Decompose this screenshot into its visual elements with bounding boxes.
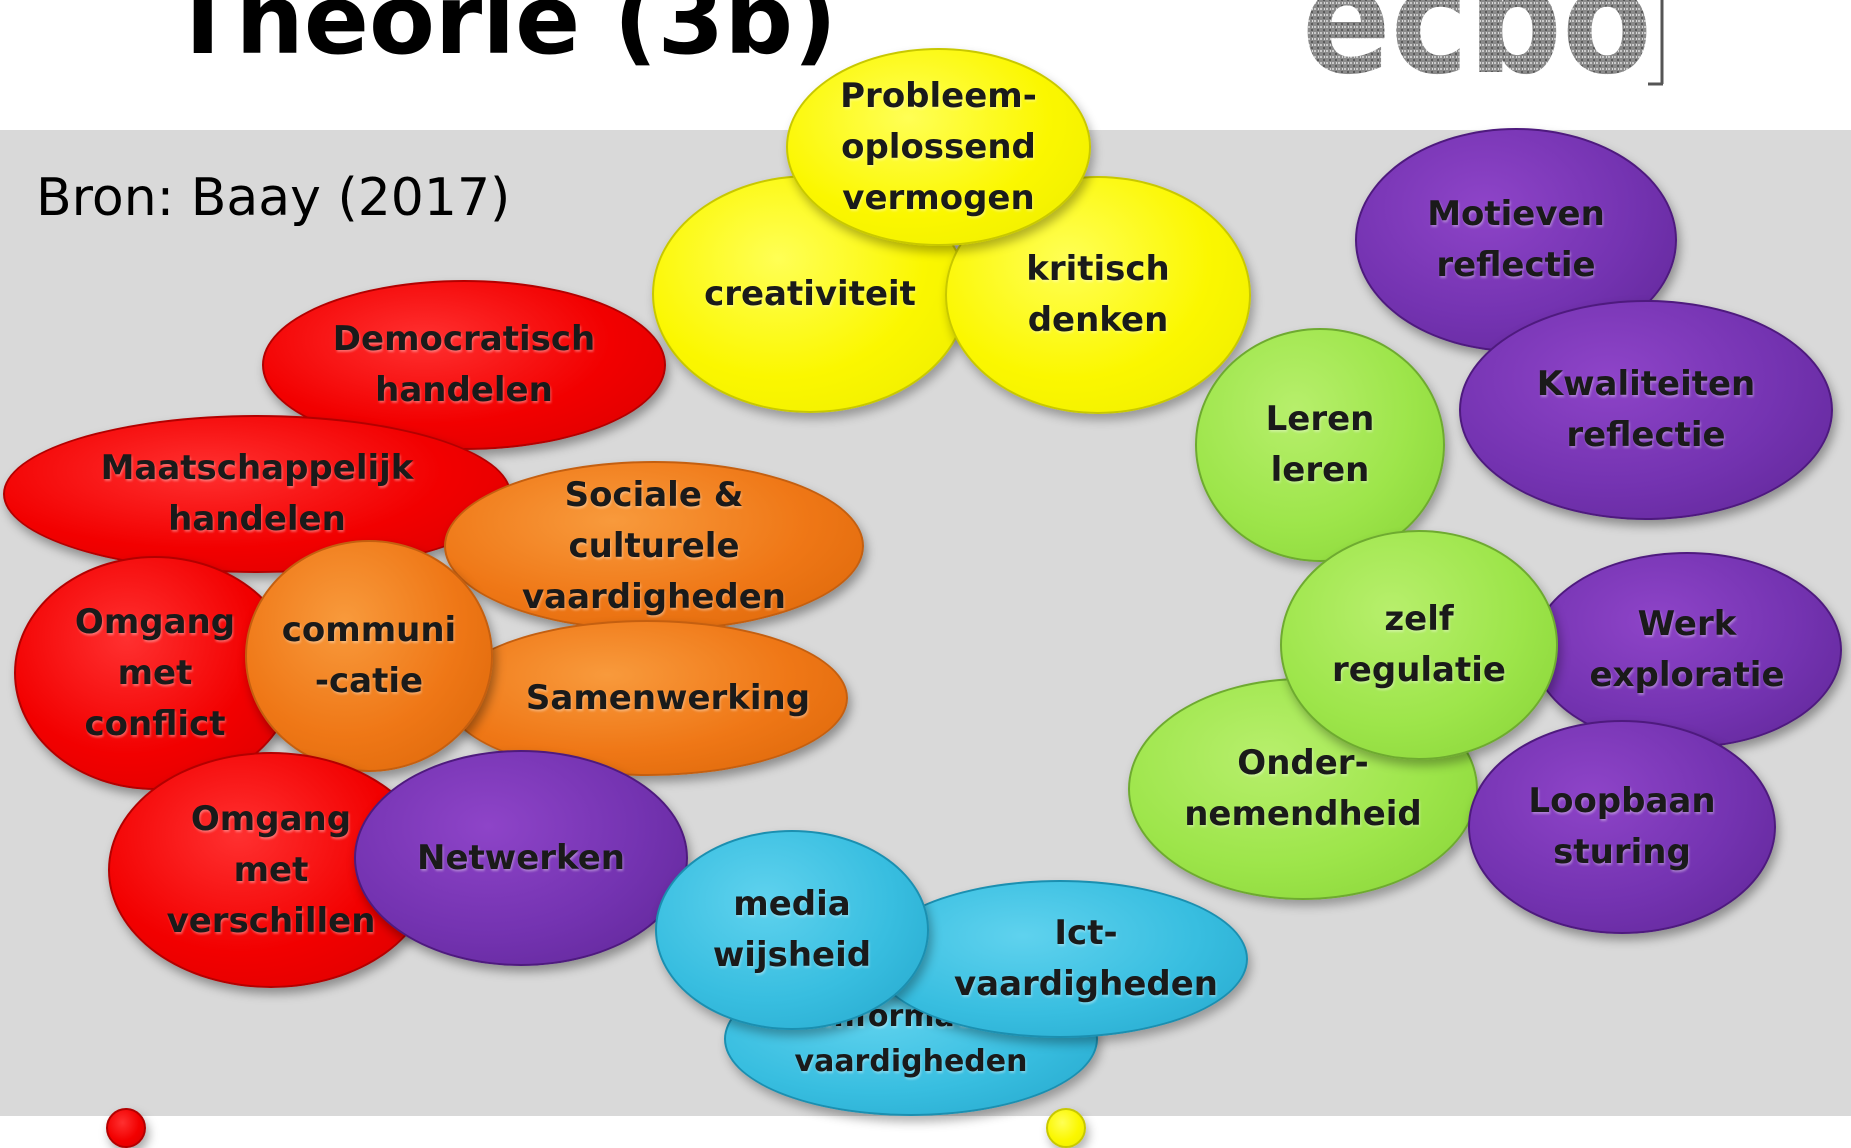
bubble-kwaliteiten-reflectie: Kwaliteiten reflectie [1459, 300, 1833, 520]
source-citation: Bron: Baay (2017) [36, 168, 511, 228]
bubble-loopbaan-sturing: Loopbaan sturing [1468, 720, 1776, 934]
bubble-sociale-culturele-vaardigheden: Sociale & culturele vaardigheden [444, 461, 864, 631]
logo-text: ecbo [1302, 0, 1652, 88]
bubble-probleemoplossend-vermogen: Probleem- oplossend vermogen [786, 48, 1091, 246]
bubble-leren-leren: Leren leren [1195, 328, 1445, 562]
bubble-zelf-regulatie: zelf regulatie [1280, 530, 1558, 760]
bubble-ict-vaardigheden: Ict- vaardigheden [872, 880, 1248, 1038]
legend-dot-red [106, 1108, 146, 1148]
bubble-werk-exploratie: Werk exploratie [1532, 552, 1842, 748]
legend-dot-yellow [1046, 1108, 1086, 1148]
page-title: Theorie (3b) [170, 0, 837, 76]
bubble-maatschappelijk-handelen: Maatschappelijk handelen [3, 415, 511, 573]
bubble-media-wijsheid: media wijsheid [655, 830, 929, 1030]
bubble-communicatie: communi -catie [245, 540, 493, 772]
bubble-netwerken: Netwerken [354, 750, 688, 966]
ecbo-logo: ecbo [1296, 0, 1668, 108]
